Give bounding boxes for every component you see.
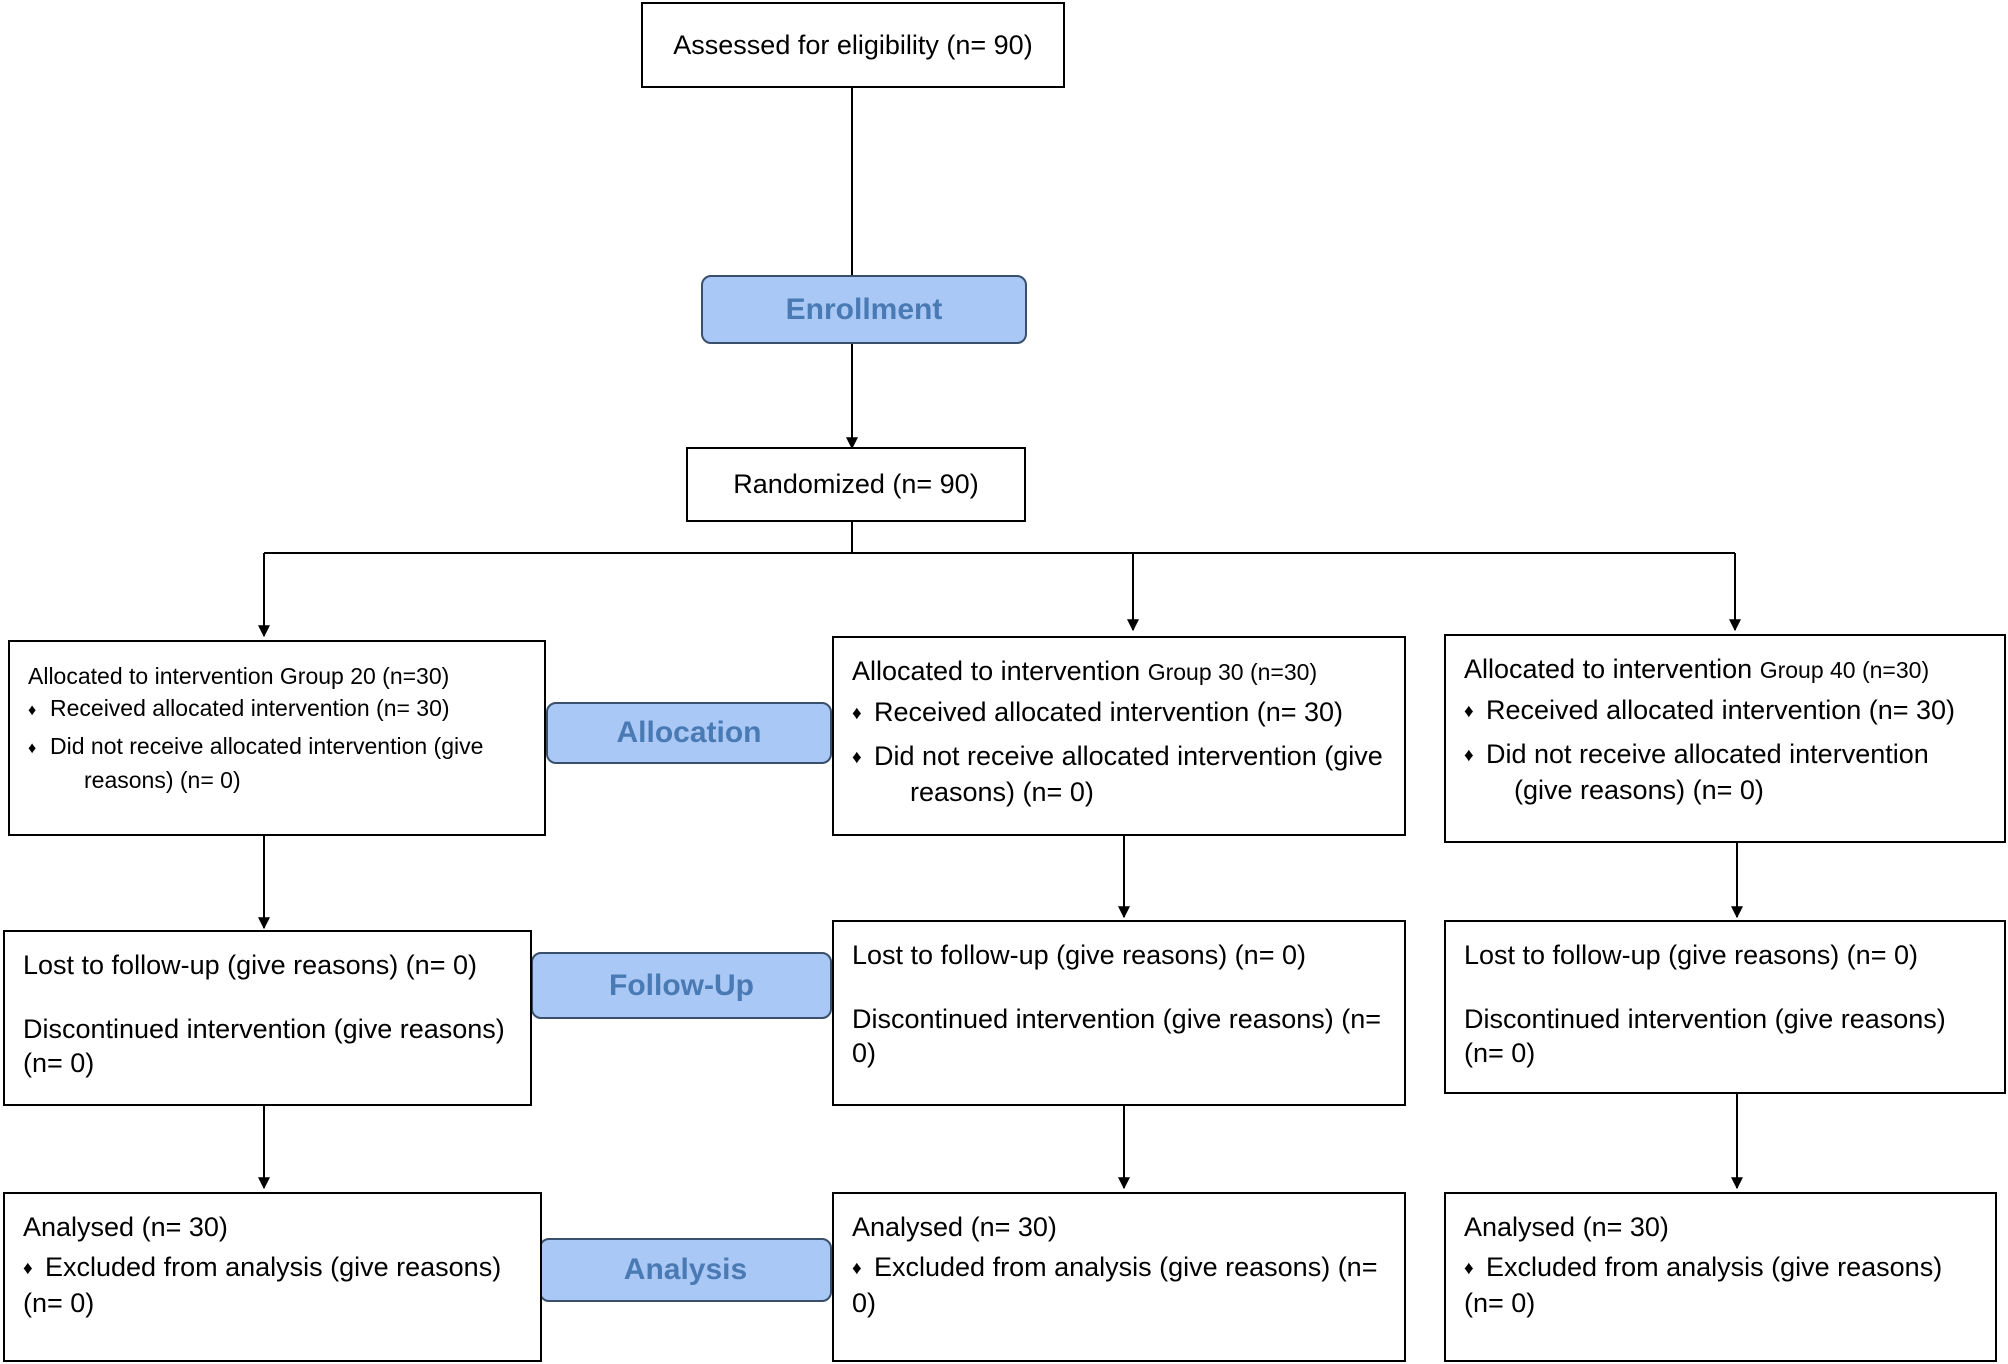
lost-text: Lost to follow-up (give reasons) (n= 0): [23, 950, 477, 980]
diamond-bullet-icon: ♦: [28, 701, 37, 719]
followup-text: Follow-Up: [609, 968, 754, 1002]
followup-box-group-20: Lost to follow-up (give reasons) (n= 0) …: [3, 930, 532, 1106]
analysis-text: Analysis: [623, 1253, 748, 1286]
alloc-heading-prefix: Allocated to intervention: [28, 663, 280, 689]
not-received-item: ♦ Did not receive allocated intervention: [1464, 737, 1986, 773]
diamond-bullet-icon: ♦: [852, 703, 862, 724]
followup-box-group-30: Lost to follow-up (give reasons) (n= 0) …: [832, 920, 1406, 1106]
diamond-bullet-icon: ♦: [23, 1258, 33, 1279]
followup-box-group-40: Lost to follow-up (give reasons) (n= 0) …: [1444, 920, 2006, 1094]
received-item: ♦ Received allocated intervention (n= 30…: [28, 692, 526, 726]
excluded-cont: (n= 0): [23, 1288, 95, 1318]
analysed-text: Analysed (n= 30): [852, 1212, 1057, 1242]
excluded-text: Excluded from analysis (give reasons) (n…: [874, 1252, 1378, 1282]
diamond-bullet-icon: ♦: [28, 739, 37, 757]
not-received-cont: (give reasons) (n= 0): [1514, 775, 1764, 805]
discontinued-text: Discontinued intervention (give reasons): [1464, 1004, 1946, 1034]
enrollment-text: Enrollment: [785, 292, 943, 326]
not-received-cont: reasons) (n= 0): [84, 767, 241, 793]
excluded-item: ♦ Excluded from analysis (give reasons): [1464, 1250, 1977, 1286]
analysis-box-group-20: Analysed (n= 30) ♦ Excluded from analysi…: [3, 1192, 542, 1362]
discontinued-text: Discontinued intervention (give reasons): [23, 1014, 505, 1044]
excluded-cont: (n= 0): [1464, 1288, 1536, 1318]
diamond-bullet-icon: ♦: [1464, 701, 1474, 722]
received-text: Received allocated intervention (n= 30): [50, 695, 450, 721]
analysed-text: Analysed (n= 30): [1464, 1212, 1669, 1242]
not-received-item: ♦ Did not receive allocated intervention…: [852, 739, 1386, 775]
allocation-text: Allocation: [616, 716, 762, 749]
analysed-text: Analysed (n= 30): [23, 1212, 228, 1242]
not-received-text: Did not receive allocated intervention (…: [50, 733, 484, 759]
lost-text: Lost to follow-up (give reasons) (n= 0): [1464, 940, 1918, 970]
analysis-box-group-30: Analysed (n= 30) ♦ Excluded from analysi…: [832, 1192, 1406, 1362]
alloc-heading-prefix: Allocated to intervention: [1464, 654, 1760, 684]
enrollment-label: Enrollment: [701, 275, 1027, 344]
discontinued-text: Discontinued intervention (give reasons)…: [852, 1004, 1382, 1034]
diamond-bullet-icon: ♦: [852, 747, 862, 768]
received-item: ♦ Received allocated intervention (n= 30…: [1464, 693, 1986, 729]
allocation-box-group-20: Allocated to intervention Group 20 (n=30…: [8, 640, 546, 836]
excluded-text: Excluded from analysis (give reasons): [45, 1252, 502, 1282]
received-text: Received allocated intervention (n= 30): [1486, 695, 1956, 725]
excluded-text: Excluded from analysis (give reasons): [1486, 1252, 1943, 1282]
discontinued-cont: (n= 0): [1464, 1038, 1536, 1068]
allocation-box-group-40: Allocated to intervention Group 40 (n=30…: [1444, 634, 2006, 843]
excluded-item: ♦ Excluded from analysis (give reasons): [23, 1250, 522, 1286]
followup-label: Follow-Up: [531, 952, 832, 1019]
not-received-cont: reasons) (n= 0): [910, 777, 1094, 807]
discontinued-cont: (n= 0): [23, 1048, 95, 1078]
not-received-text: Did not receive allocated intervention (…: [874, 741, 1383, 771]
received-item: ♦ Received allocated intervention (n= 30…: [852, 695, 1386, 731]
not-received-text: Did not receive allocated intervention: [1486, 739, 1929, 769]
excluded-cont: 0): [852, 1288, 877, 1318]
diamond-bullet-icon: ♦: [1464, 745, 1474, 766]
alloc-heading: Allocated to intervention Group 30 (n=30…: [852, 654, 1386, 689]
randomized-text: Randomized (n= 90): [733, 469, 979, 499]
analysis-box-group-40: Analysed (n= 30) ♦ Excluded from analysi…: [1444, 1192, 1997, 1362]
alloc-heading: Allocated to intervention Group 20 (n=30…: [28, 660, 526, 692]
diamond-bullet-icon: ♦: [852, 1258, 862, 1279]
allocation-label: Allocation: [546, 702, 832, 764]
lost-text: Lost to follow-up (give reasons) (n= 0): [852, 940, 1306, 970]
discontinued-cont: 0): [852, 1038, 877, 1068]
alloc-heading-group: Group 40 (n=30): [1759, 657, 1930, 683]
alloc-heading: Allocated to intervention Group 40 (n=30…: [1464, 652, 1986, 687]
not-received-item: ♦ Did not receive allocated intervention…: [28, 730, 526, 764]
alloc-heading-group: Group 30 (n=30): [1147, 659, 1318, 685]
diamond-bullet-icon: ♦: [1464, 1258, 1474, 1279]
analysis-label: Analysis: [539, 1238, 832, 1302]
alloc-heading-group: Group 20 (n=30): [279, 663, 450, 689]
excluded-item: ♦ Excluded from analysis (give reasons) …: [852, 1250, 1386, 1286]
alloc-heading-prefix: Allocated to intervention: [852, 656, 1148, 686]
allocation-box-group-30: Allocated to intervention Group 30 (n=30…: [832, 636, 1406, 836]
randomized-box: Randomized (n= 90): [686, 447, 1026, 522]
received-text: Received allocated intervention (n= 30): [874, 697, 1344, 727]
assessed-box: Assessed for eligibility (n= 90): [641, 2, 1065, 88]
assessed-text: Assessed for eligibility (n= 90): [673, 29, 1033, 60]
